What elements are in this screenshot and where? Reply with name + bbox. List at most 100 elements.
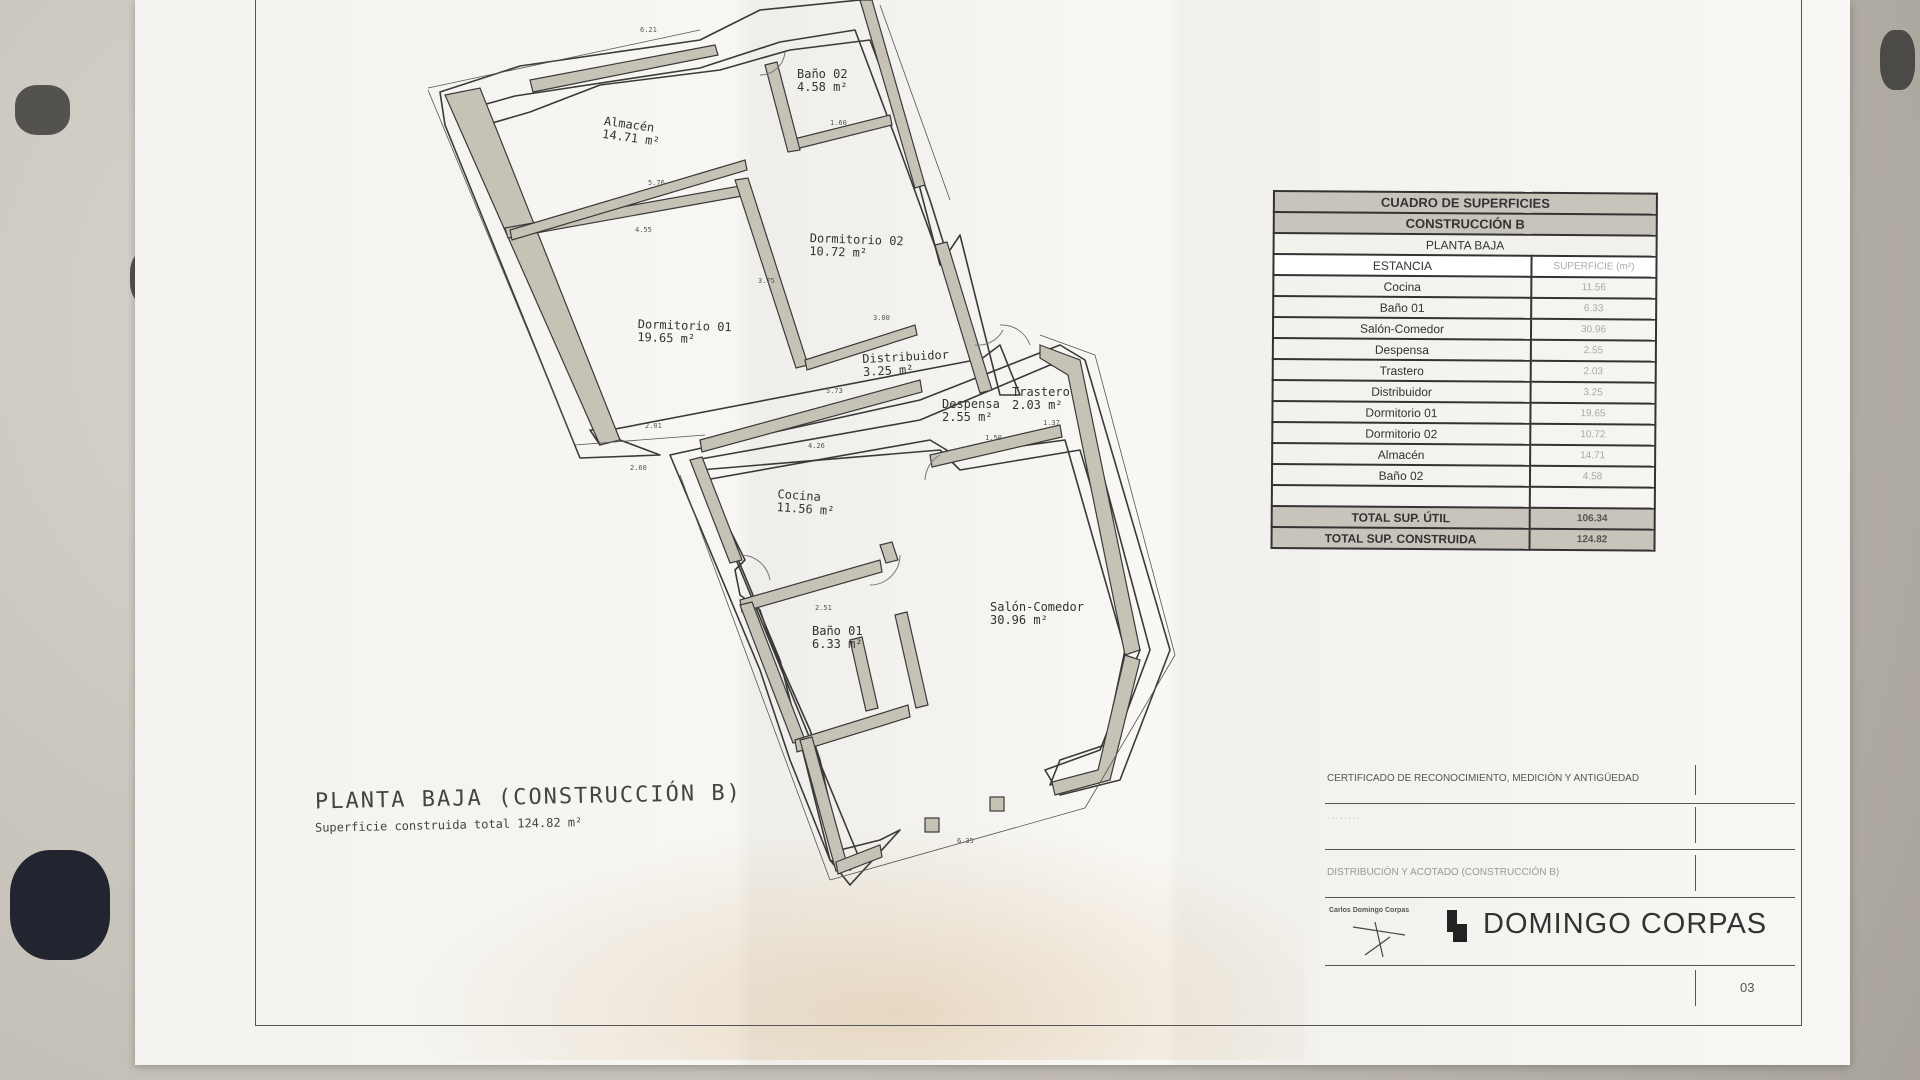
room-name: Salón-Comedor bbox=[990, 600, 1084, 614]
dimension-label: 6.21 bbox=[640, 26, 657, 34]
total-const-label: TOTAL SUP. CONSTRUIDA bbox=[1271, 526, 1530, 550]
row-area: 4.58 bbox=[1529, 465, 1656, 488]
row-room: Salón-Comedor bbox=[1272, 317, 1532, 340]
surface-table: CUADRO DE SUPERFICIES CONSTRUCCIÓN B PLA… bbox=[1270, 190, 1657, 552]
door-swing bbox=[759, 51, 786, 76]
room-label-dormitorio02: Dormitorio 02 10.72 m² bbox=[809, 231, 904, 261]
drawing-title: DISTRIBUCIÓN Y ACOTADO (CONSTRUCCIÓN B) bbox=[1327, 867, 1560, 878]
row-area: 3.25 bbox=[1530, 381, 1656, 404]
row-area: 6.33 bbox=[1531, 297, 1657, 320]
wall-hatch bbox=[444, 0, 1141, 875]
wall-segment bbox=[859, 0, 926, 189]
column bbox=[924, 817, 940, 833]
wall-segment bbox=[835, 844, 883, 875]
dimension-label: 4.55 bbox=[635, 226, 652, 234]
room-label-despensa: Despensa 2.55 m² bbox=[942, 398, 1000, 424]
wall-segment bbox=[934, 241, 993, 394]
table-subtitle: CONSTRUCCIÓN B bbox=[1273, 212, 1657, 236]
row-room: Dormitorio 01 bbox=[1272, 401, 1531, 424]
room-area: 30.96 m² bbox=[990, 613, 1048, 627]
dimension-lines bbox=[427, 4, 1176, 881]
wall-segment bbox=[529, 44, 719, 93]
wall-segment bbox=[739, 559, 883, 613]
dimension-label: 5.73 bbox=[826, 387, 843, 395]
dimension-label: 5.76 bbox=[648, 179, 665, 187]
room-label-bano02: Baño 02 4.58 m² bbox=[797, 68, 848, 94]
title-block: CERTIFICADO DE RECONOCIMIENTO, MEDICIÓN … bbox=[1325, 765, 1795, 1010]
table-row-empty bbox=[1271, 484, 1655, 509]
dimension-line bbox=[1094, 354, 1176, 656]
dimension-label: 2.01 bbox=[645, 422, 662, 430]
room-label-bano01: Baño 01 6.33 m² bbox=[812, 625, 863, 651]
dimension-label: 1.60 bbox=[830, 119, 847, 127]
certificate-title: CERTIFICADO DE RECONOCIMIENTO, MEDICIÓN … bbox=[1327, 773, 1640, 784]
author-text: · · · · · · · · bbox=[1327, 815, 1360, 822]
room-label-distribuidor: Distribuidor 3.25 m² bbox=[862, 347, 950, 379]
background-dark-spot bbox=[15, 85, 70, 135]
wall-segment bbox=[929, 424, 1063, 468]
table-title: CUADRO DE SUPERFICIES bbox=[1273, 191, 1657, 215]
dimension-labels: 6.21 1.60 5.76 4.55 3.75 3.00 5.73 4.26 … bbox=[630, 26, 1060, 845]
drawing-frame bbox=[255, 0, 1802, 1026]
room-area: 2.55 m² bbox=[942, 410, 993, 424]
background-dark-spot bbox=[1880, 30, 1915, 90]
dimension-label: 4.26 bbox=[808, 442, 825, 450]
door-swing bbox=[999, 324, 1031, 346]
room-label-trastero: Trastero 2.03 m² bbox=[1012, 386, 1070, 412]
table-floor: PLANTA BAJA bbox=[1273, 233, 1657, 257]
wall-segment bbox=[444, 87, 621, 446]
row-room: Baño 01 bbox=[1273, 296, 1532, 319]
wall-segment bbox=[879, 541, 899, 564]
wall-segment bbox=[734, 177, 809, 369]
dimension-line bbox=[1039, 334, 1096, 356]
row-room: Despensa bbox=[1272, 338, 1531, 361]
signer-name: Carlos Domingo Corpas bbox=[1329, 907, 1410, 914]
dimension-label: 3.75 bbox=[758, 277, 775, 285]
wall-segment bbox=[764, 61, 801, 153]
wall-segment bbox=[1051, 654, 1141, 796]
room-label-cocina: Cocina 11.56 m² bbox=[776, 487, 835, 518]
room-name: Trastero bbox=[1012, 385, 1070, 399]
wall-segment bbox=[689, 456, 743, 564]
dimension-label: 1.50 bbox=[985, 434, 1002, 442]
dimension-line bbox=[679, 474, 831, 881]
signature-mark bbox=[1352, 921, 1406, 958]
row-room: Baño 02 bbox=[1271, 464, 1531, 487]
dimension-line bbox=[574, 434, 706, 446]
row-room: Trastero bbox=[1272, 359, 1531, 382]
column-header-area: SUPERFICIE (m²) bbox=[1531, 255, 1657, 278]
dimension-label: 2.51 bbox=[815, 604, 832, 612]
wall-outline-south-block bbox=[669, 344, 1171, 886]
dimension-line bbox=[427, 29, 701, 89]
total-util-label: TOTAL SUP. ÚTIL bbox=[1271, 505, 1530, 529]
brand-name: DOMINGO CORPAS bbox=[1483, 908, 1768, 940]
wall-segment bbox=[739, 601, 806, 744]
row-room: Almacén bbox=[1272, 443, 1531, 466]
room-area: 4.58 m² bbox=[797, 80, 848, 94]
row-room: Distribuidor bbox=[1272, 380, 1531, 403]
dimension-label: 2.60 bbox=[630, 464, 647, 472]
dimension-line bbox=[879, 4, 951, 201]
column bbox=[989, 796, 1005, 812]
dimension-line bbox=[427, 89, 576, 446]
row-room: Dormitorio 02 bbox=[1272, 422, 1531, 445]
total-const-value: 124.82 bbox=[1529, 528, 1655, 551]
room-name: Baño 01 bbox=[812, 624, 863, 638]
row-area: 11.56 bbox=[1531, 276, 1657, 299]
wall-segment bbox=[849, 636, 879, 712]
row-area: 14.71 bbox=[1530, 444, 1656, 467]
row-room: Cocina bbox=[1273, 275, 1532, 298]
row-area: 30.96 bbox=[1530, 318, 1657, 341]
sheet-number: 03 bbox=[1740, 980, 1755, 995]
wall-segment bbox=[794, 704, 911, 753]
